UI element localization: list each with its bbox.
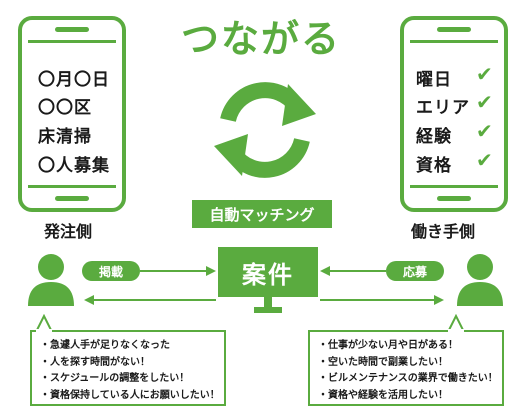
- client-need-line: ・急遽人手が足りなくなった: [40, 340, 170, 351]
- phone-screen: [410, 40, 498, 188]
- check-icon: ✔: [476, 90, 493, 114]
- phone-home-bar: [55, 196, 89, 201]
- worker-need-line: ・空いた時間で副業したい！: [318, 356, 448, 368]
- phone-screen: [28, 40, 116, 188]
- client-phone: 〇月〇日 〇〇区 床清掃 〇人募集: [18, 16, 126, 212]
- worker-item-area: エリア: [416, 98, 470, 118]
- worker-need-line: ・ビルメンテナンスの業界で働きたい！: [318, 373, 498, 384]
- diagram-title: つながる: [181, 17, 342, 61]
- worker-item-license: 資格: [416, 156, 452, 176]
- client-need-line: ・資格保持している人にお願いしたい！: [40, 389, 220, 401]
- phone-speaker: [55, 27, 89, 32]
- client-needs-bubble: ・急遽人手が足りなくなった ・人を探す時間がない！ ・スケジュールの調整をしたい…: [30, 330, 226, 406]
- client-need-line: ・人を探す時間がない！: [40, 356, 150, 368]
- client-item-count: 〇人募集: [38, 156, 110, 176]
- worker-caption: 働き手側: [411, 222, 476, 241]
- apply-pill: 応募: [386, 261, 444, 281]
- worker-person-icon: [457, 254, 503, 306]
- worker-need-line: ・資格や経験を活用したい！: [318, 389, 448, 401]
- client-person-icon: [28, 254, 74, 306]
- case-monitor: 案件: [218, 247, 318, 297]
- check-icon: ✔: [476, 148, 493, 172]
- phone-speaker: [437, 27, 471, 32]
- worker-needs-bubble: ・仕事が少ない月や日がある！ ・空いた時間で副業したい！ ・ビルメンテナンスの業…: [308, 330, 504, 406]
- arrow-icon: [140, 266, 216, 276]
- bubble-tail: [446, 314, 466, 332]
- cycle-arrows-icon: [214, 82, 316, 178]
- client-caption: 発注側: [44, 222, 93, 241]
- bubble-tail: [34, 314, 54, 332]
- monitor-stand: [254, 297, 282, 313]
- worker-need-line: ・仕事が少ない月や日がある！: [318, 340, 458, 351]
- check-icon: ✔: [476, 62, 493, 86]
- bubble-tail-cover: [36, 329, 52, 333]
- phone-home-bar: [437, 196, 471, 201]
- worker-phone: 曜日 エリア 経験 資格 ✔ ✔ ✔ ✔: [400, 16, 508, 212]
- bubble-tail-cover: [448, 329, 464, 333]
- worker-item-day: 曜日: [416, 70, 452, 90]
- arrow-icon: [320, 266, 386, 276]
- client-item-task: 床清掃: [38, 127, 92, 147]
- auto-matching-label: 自動マッチング: [192, 200, 332, 228]
- client-item-area: 〇〇区: [38, 98, 92, 118]
- client-item-date: 〇月〇日: [38, 70, 110, 90]
- check-icon: ✔: [476, 119, 493, 143]
- arrow-icon: [84, 295, 216, 305]
- worker-item-experience: 経験: [416, 127, 452, 147]
- post-pill: 掲載: [82, 261, 140, 281]
- arrow-icon: [320, 295, 444, 305]
- client-need-line: ・スケジュールの調整をしたい！: [40, 373, 190, 384]
